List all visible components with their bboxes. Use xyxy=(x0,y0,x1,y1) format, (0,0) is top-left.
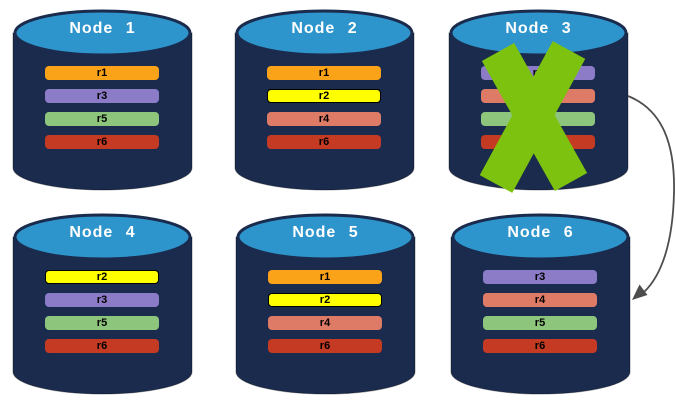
replica-row: r2 xyxy=(268,293,382,307)
database-node: Node 3 r3 xyxy=(448,8,629,192)
replica-row-label: r5 xyxy=(534,317,546,329)
database-node: Node 4 r2 r3 r5 r6 xyxy=(12,212,193,396)
node-title: Node 1 xyxy=(69,20,136,37)
replica-row xyxy=(481,112,595,126)
replica-row-label: r5 xyxy=(96,317,108,329)
node-title: Node 4 xyxy=(69,224,136,241)
replica-row: r6 xyxy=(267,135,381,149)
replica-row: r6 xyxy=(45,339,159,353)
replica-rows: r1 r2 r4 r6 xyxy=(268,270,382,362)
replica-row-label: r4 xyxy=(319,317,331,329)
replica-row-label: r6 xyxy=(318,136,330,148)
replica-rows: r1 r3 r5 r6 xyxy=(45,66,159,158)
replica-row: r6 xyxy=(45,135,159,149)
replica-row: r5 xyxy=(483,316,597,330)
replica-row-label: r1 xyxy=(318,67,330,79)
replica-rows: r3 r4 r5 r6 xyxy=(483,270,597,362)
replica-row-label: r1 xyxy=(319,271,331,283)
replica-row-label: r6 xyxy=(534,340,546,352)
node-title: Node 3 xyxy=(505,20,572,37)
replica-row-label: r1 xyxy=(96,67,108,79)
replica-row: r5 xyxy=(45,316,159,330)
replica-row: r4 xyxy=(483,293,597,307)
replica-row: r4 xyxy=(268,316,382,330)
replica-row-label: r3 xyxy=(534,271,546,283)
replica-rows: r3 xyxy=(481,66,595,158)
database-node: Node 6 r3 r4 r5 r6 xyxy=(450,212,631,396)
replica-row-label: r4 xyxy=(534,294,546,306)
replica-row: r6 xyxy=(268,339,382,353)
database-node: Node 2 r1 r2 r4 r6 xyxy=(234,8,415,192)
replica-row-label: r3 xyxy=(96,294,108,306)
replica-rows: r2 r3 r5 r6 xyxy=(45,270,159,362)
node-title: Node 6 xyxy=(507,224,574,241)
replica-row: r6 xyxy=(483,339,597,353)
replica-row-label: r4 xyxy=(318,113,330,125)
replica-row: r2 xyxy=(267,89,381,103)
replica-row: r3 xyxy=(483,270,597,284)
database-node: Node 5 r1 r2 r4 r6 xyxy=(235,212,416,396)
replica-row-label: r3 xyxy=(532,67,544,79)
replica-row-label: r3 xyxy=(96,90,108,102)
replica-row-label: r6 xyxy=(96,136,108,148)
replica-row-label: r6 xyxy=(96,340,108,352)
replica-row-label: r5 xyxy=(96,113,108,125)
replica-row: r3 xyxy=(45,293,159,307)
database-node: Node 1 r1 r3 r5 r6 xyxy=(12,8,193,192)
replica-row: r3 xyxy=(481,66,595,80)
replica-row: r5 xyxy=(45,112,159,126)
replica-row: r2 xyxy=(45,270,159,284)
replica-row: r3 xyxy=(45,89,159,103)
replica-row-label: r2 xyxy=(319,294,331,306)
replica-row-label: r6 xyxy=(319,340,331,352)
replica-row: r1 xyxy=(268,270,382,284)
replica-row: r1 xyxy=(267,66,381,80)
replica-row-label: r2 xyxy=(318,90,330,102)
replica-row: r1 xyxy=(45,66,159,80)
replica-row xyxy=(481,135,595,149)
node-title: Node 2 xyxy=(291,20,358,37)
failover-arrow xyxy=(627,95,675,300)
replica-row: r4 xyxy=(267,112,381,126)
node-title: Node 5 xyxy=(292,224,359,241)
replica-row xyxy=(481,89,595,103)
replica-row-label: r2 xyxy=(96,271,108,283)
replica-rows: r1 r2 r4 r6 xyxy=(267,66,381,158)
